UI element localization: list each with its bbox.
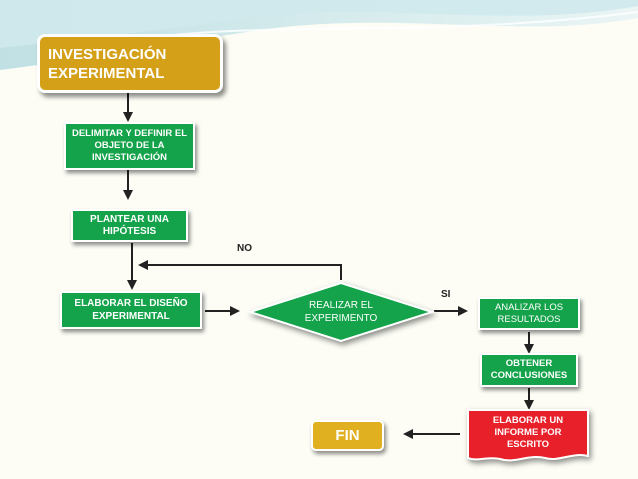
step-elaborar-diseno-label: ELABORAR EL DISEÑO EXPERIMENTAL: [74, 298, 188, 322]
label-no: NO: [237, 243, 252, 254]
step-informe-label: ELABORAR UN INFORME POR ESCRITO: [492, 415, 564, 450]
step-delimitar-label: DELIMITAR Y DEFINIR EL OBJETO DE LA INVE…: [71, 128, 188, 163]
step-analizar-label: ANALIZAR LOS RESULTADOS: [494, 301, 564, 325]
step-plantear-label: PLANTEAR UNA HIPÓTESIS: [90, 213, 169, 237]
step-analizar: ANALIZAR LOS RESULTADOS: [478, 297, 580, 330]
step-obtener-label: OBTENER CONCLUSIONES: [490, 358, 568, 381]
step-realizar: REALIZAR EL EXPERIMENTO: [285, 296, 397, 328]
step-informe: ELABORAR UN INFORME POR ESCRITO: [470, 412, 586, 454]
step-realizar-label: REALIZAR EL EXPERIMENTO: [304, 300, 378, 324]
informe-shape: [467, 409, 589, 462]
realizar-diamond-shape: [246, 281, 436, 343]
title-text: INVESTIGACIÓN EXPERIMENTAL: [48, 45, 167, 82]
step-fin-label: FIN: [335, 427, 360, 444]
step-elaborar-diseno: ELABORAR EL DISEÑO EXPERIMENTAL: [60, 291, 202, 329]
flow-arrows: [123, 93, 534, 439]
title-box: INVESTIGACIÓN EXPERIMENTAL: [37, 34, 223, 93]
step-obtener: OBTENER CONCLUSIONES: [480, 353, 578, 387]
arrow-loop-no: [138, 260, 342, 280]
step-delimitar: DELIMITAR Y DEFINIR EL OBJETO DE LA INVE…: [64, 122, 195, 170]
step-plantear: PLANTEAR UNA HIPÓTESIS: [71, 209, 188, 242]
step-fin: FIN: [311, 420, 384, 451]
label-si: SI: [441, 289, 451, 300]
